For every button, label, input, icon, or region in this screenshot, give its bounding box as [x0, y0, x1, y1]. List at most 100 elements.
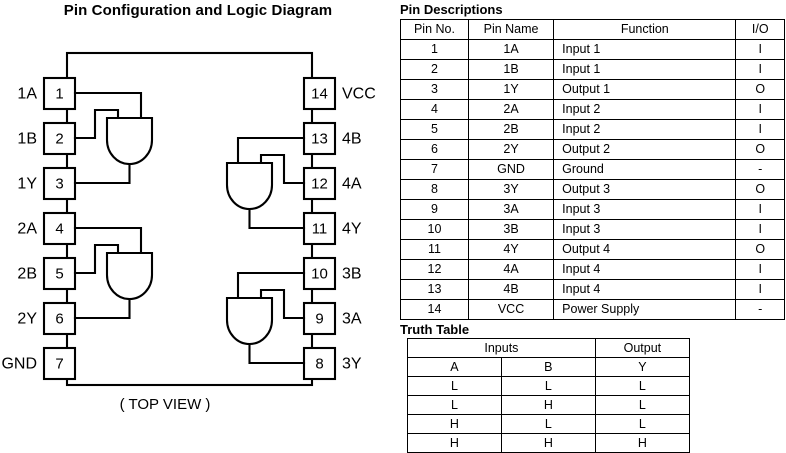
cell-io: I [735, 119, 785, 140]
pin-name-1B: 1B [17, 131, 37, 148]
pin-number-2: 2 [55, 131, 63, 148]
pin-descriptions-title: Pin Descriptions [400, 2, 503, 17]
cell-function: Output 1 [553, 79, 737, 100]
pin-configuration-panel: Pin Configuration and Logic Diagram [1, 2, 376, 413]
cell-io: I [735, 199, 785, 220]
truth-group-header-row: Inputs Output [407, 338, 691, 358]
page-title: Pin Configuration and Logic Diagram [63, 2, 333, 19]
cell-function: Output 3 [553, 179, 737, 200]
gate-3-output-wire-pin11 [248, 207, 306, 230]
header-inputs: Inputs [407, 338, 596, 358]
gate-1-input-wire-pin2 [73, 108, 120, 140]
pin-number-8: 8 [315, 356, 323, 373]
header-output: Output [594, 338, 691, 358]
cell-pin-name: 3A [467, 199, 555, 220]
cell-io: I [735, 59, 785, 80]
and-gate-3-body [225, 161, 274, 210]
cell-pin-no: 9 [400, 199, 469, 220]
cell-function: Output 2 [553, 139, 737, 160]
cell-output-y: L [594, 376, 691, 396]
gate-2-input-wire-pin4 [73, 226, 143, 255]
pin-name-2Y: 2Y [17, 311, 37, 328]
pin-box-12 [302, 166, 337, 201]
cell-function: Input 4 [553, 259, 737, 280]
chip-body-outline [65, 51, 314, 387]
cell-io: I [735, 279, 785, 300]
cell-pin-no: 10 [400, 219, 469, 240]
pin-number-5: 5 [55, 266, 63, 283]
cell-io: I [735, 99, 785, 120]
pin-name-2A: 2A [17, 221, 37, 238]
cell-io: I [735, 39, 785, 60]
truth-sub-header-row: A B Y [407, 357, 691, 377]
pin-name-4B: 4B [342, 131, 362, 148]
cell-pin-name: 4A [467, 259, 555, 280]
cell-io: O [735, 239, 785, 260]
cell-pin-name: GND [467, 159, 555, 180]
pin-number-9: 9 [315, 311, 323, 328]
cell-pin-no: 13 [400, 279, 469, 300]
header-function: Function [553, 19, 737, 40]
pin-name-3B: 3B [342, 266, 362, 283]
cell-pin-no: 14 [400, 299, 469, 320]
cell-function: Input 2 [553, 119, 737, 140]
pin-number-4: 4 [55, 221, 63, 238]
cell-pin-name: VCC [467, 299, 555, 320]
cell-io: O [735, 139, 785, 160]
cell-io: - [735, 299, 785, 320]
header-pin-no: Pin No. [400, 19, 469, 40]
header-b: B [500, 357, 596, 377]
cell-pin-no: 1 [400, 39, 469, 60]
gate-1-input-wire-pin1 [73, 91, 143, 120]
cell-pin-name: 4B [467, 279, 555, 300]
cell-pin-name: 1B [467, 59, 555, 80]
cell-pin-no: 6 [400, 139, 469, 160]
gate-4-input-wire-pin9 [259, 288, 306, 320]
cell-input-a: H [407, 433, 502, 453]
gate-2-output-wire-pin6 [73, 297, 131, 320]
pin-number-7: 7 [55, 356, 63, 373]
pin-box-13 [302, 121, 337, 156]
pin-name-VCC: VCC [342, 86, 376, 103]
cell-pin-no: 2 [400, 59, 469, 80]
pin-number-1: 1 [55, 86, 63, 103]
cell-function: Input 3 [553, 199, 737, 220]
logic-diagram: 1 2 3 4 5 6 7 14 13 12 11 10 9 8 1A 1B 1… [1, 51, 376, 387]
truth-table-title: Truth Table [400, 322, 470, 337]
pin-number-13: 13 [311, 131, 328, 148]
pin-number-6: 6 [55, 311, 63, 328]
cell-input-b: H [500, 395, 596, 415]
cell-input-a: L [407, 395, 502, 415]
header-pin-name: Pin Name [467, 19, 555, 40]
pin-name-1Y: 1Y [17, 176, 37, 193]
top-view-label: ( TOP VIEW ) [119, 396, 211, 413]
cell-output-y: L [594, 414, 691, 434]
pin-name-3A: 3A [342, 311, 362, 328]
cell-pin-name: 3Y [467, 179, 555, 200]
cell-function: Output 4 [553, 239, 737, 260]
pin-name-GND: GND [1, 356, 37, 373]
cell-pin-name: 2B [467, 119, 555, 140]
gate-1-output-wire-pin3 [73, 162, 131, 185]
gate-4-output-wire-pin8 [248, 342, 306, 365]
gate-4-input-wire-pin10 [236, 271, 306, 300]
header-io: I/O [735, 19, 785, 40]
cell-pin-no: 12 [400, 259, 469, 280]
table-header-row: Pin No. Pin Name Function I/O [400, 19, 785, 40]
header-a: A [407, 357, 502, 377]
cell-pin-no: 8 [400, 179, 469, 200]
cell-pin-name: 1Y [467, 79, 555, 100]
pin-name-3Y: 3Y [342, 356, 362, 373]
